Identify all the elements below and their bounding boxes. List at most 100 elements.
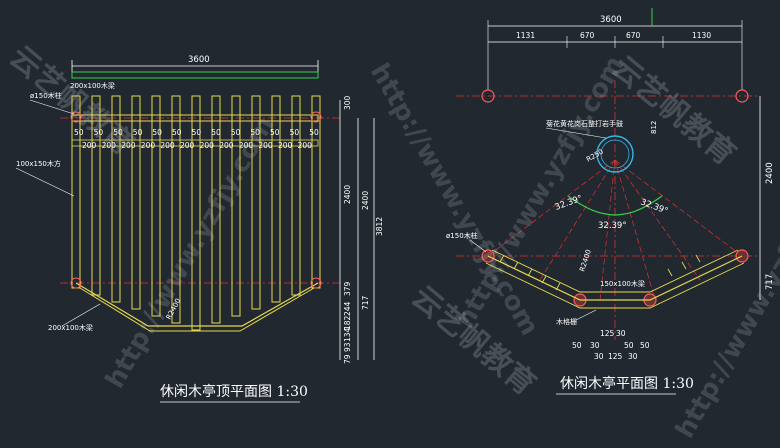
right-dim-label: 244 bbox=[343, 301, 352, 316]
spacing-label: 200 bbox=[160, 141, 175, 150]
spacing-label: 200 bbox=[239, 141, 254, 150]
spacing-label: 200 bbox=[298, 141, 313, 150]
right-dim-2400: 2400 bbox=[765, 162, 775, 184]
bottom-dim-label: 50 bbox=[572, 341, 582, 350]
spacing-label: 50 bbox=[133, 128, 143, 137]
roof-slat bbox=[151, 95, 161, 317]
spacing-label: 50 bbox=[113, 128, 123, 137]
sub-dim-4: 1130 bbox=[692, 31, 711, 40]
spacing-label: 200 bbox=[102, 141, 117, 150]
label-beam-right: 150x100木梁 bbox=[600, 279, 645, 288]
right-dim-label: 182 bbox=[343, 315, 352, 330]
sub-dim-2: 670 bbox=[580, 31, 595, 40]
outer-dim-label: 3812 bbox=[375, 217, 384, 236]
spacing-label: 200 bbox=[82, 141, 97, 150]
spacing-label: 50 bbox=[172, 128, 182, 137]
outer-dim-label: 2400 bbox=[361, 191, 370, 210]
column-icon bbox=[310, 111, 322, 123]
outer-dim-label: 717 bbox=[361, 295, 370, 310]
roof-slat bbox=[131, 95, 141, 310]
watermark-url: http://www.yzfjy.com bbox=[450, 51, 630, 333]
roof-slat bbox=[291, 95, 301, 296]
right-dim-717: 717 bbox=[765, 274, 775, 290]
label-beam-top: 200x100木梁 bbox=[70, 81, 115, 90]
column-icon bbox=[735, 249, 749, 263]
label-stone: 菊花黄花岗石整打岩手鼓 bbox=[546, 119, 623, 128]
sub-dim-3: 670 bbox=[626, 31, 641, 40]
spacing-label: 50 bbox=[211, 128, 221, 137]
label-beam-bottom: 200x100木梁 bbox=[48, 323, 93, 332]
spacing-label: 50 bbox=[270, 128, 280, 137]
spacing-label: 200 bbox=[180, 141, 195, 150]
right-plan-title: 休闲木亭平面图 1:30 bbox=[560, 375, 694, 392]
right-dim-label: 379 bbox=[343, 281, 352, 296]
roof-slat bbox=[271, 95, 281, 303]
spacing-row-50: 50 50 50 50 50 50 50 50 50 50 50 50 50 bbox=[74, 128, 319, 137]
column-icon bbox=[481, 249, 495, 263]
column-icon bbox=[70, 277, 82, 289]
watermark-brand: 云艺帆教育 bbox=[605, 49, 742, 172]
label-r-small: R250 bbox=[585, 148, 605, 164]
spacing-label: 50 bbox=[290, 128, 300, 137]
stone-drum-icon bbox=[596, 135, 634, 173]
right-dim-label: 300 bbox=[343, 95, 352, 110]
spacing-label: 200 bbox=[121, 141, 136, 150]
roof-slat bbox=[251, 95, 261, 310]
left-roof-plan: 3600 200x100木梁 ø150木柱 100x150木方 200x100木… bbox=[15, 55, 384, 403]
sub-dim-1: 1131 bbox=[516, 31, 535, 40]
roof-slat bbox=[311, 95, 321, 289]
spacing-label: 200 bbox=[200, 141, 215, 150]
spacing-label: 50 bbox=[94, 128, 104, 137]
label-column: ø150木柱 bbox=[30, 91, 62, 100]
spacing-label: 200 bbox=[219, 141, 234, 150]
spacing-label: 50 bbox=[250, 128, 260, 137]
bottom-dim-label: 30 bbox=[594, 352, 604, 361]
right-dim-label: 79 bbox=[343, 354, 352, 364]
column-icon bbox=[70, 111, 82, 123]
watermark-url: http://www.yzfjy.com bbox=[100, 111, 280, 393]
spacing-label: 50 bbox=[309, 128, 319, 137]
column-icon bbox=[310, 277, 322, 289]
bottom-dim-label: 30 bbox=[590, 341, 600, 350]
roof-slat bbox=[231, 95, 241, 317]
spacing-label: 50 bbox=[74, 128, 84, 137]
roof-slat bbox=[211, 95, 221, 324]
right-dim-label: 93 bbox=[343, 342, 352, 352]
roof-slat bbox=[191, 95, 201, 331]
left-plan-title: 休闲木亭顶平面图 1:30 bbox=[160, 383, 308, 400]
column-icon bbox=[735, 89, 749, 103]
label-radius-right: R2400 bbox=[578, 249, 593, 273]
bottom-dim-label: 50 bbox=[640, 341, 650, 350]
angle-center: 32.39° bbox=[598, 221, 627, 231]
watermark-url: http://www.yzfjy.com bbox=[364, 59, 544, 341]
bottom-dim-label: 30 bbox=[616, 329, 626, 338]
spacing-label: 50 bbox=[192, 128, 202, 137]
right-dim-label: 2400 bbox=[343, 185, 352, 204]
left-top-dim: 3600 bbox=[188, 55, 210, 65]
label-h812: 812 bbox=[650, 121, 658, 134]
right-top-dim: 3600 bbox=[600, 15, 622, 25]
roof-slat bbox=[111, 95, 121, 303]
spacing-label: 200 bbox=[258, 141, 273, 150]
label-seat: 木格栅 bbox=[556, 317, 577, 326]
spacing-label: 50 bbox=[152, 128, 162, 137]
spacing-row-200: 200 200 200 200 200 200 200 200 200 200 200 200 bbox=[82, 141, 312, 150]
spacing-label: 200 bbox=[278, 141, 293, 150]
right-dim-label: 134 bbox=[343, 327, 352, 342]
bottom-dim-label: 50 bbox=[624, 341, 634, 350]
watermark-url: http://www.yzfjy.com bbox=[670, 161, 780, 443]
angle-right: 32.39° bbox=[639, 197, 669, 216]
spacing-label: 50 bbox=[231, 128, 241, 137]
spacing-label: 200 bbox=[141, 141, 156, 150]
column-icon bbox=[481, 89, 495, 103]
roof-slats bbox=[71, 95, 321, 331]
bottom-dim-label: 30 bbox=[628, 352, 638, 361]
bottom-dim-label: 125 bbox=[600, 329, 615, 338]
bottom-dim-label: 125 bbox=[608, 352, 623, 361]
roof-slat bbox=[171, 95, 181, 324]
label-purlin: 100x150木方 bbox=[16, 159, 61, 168]
